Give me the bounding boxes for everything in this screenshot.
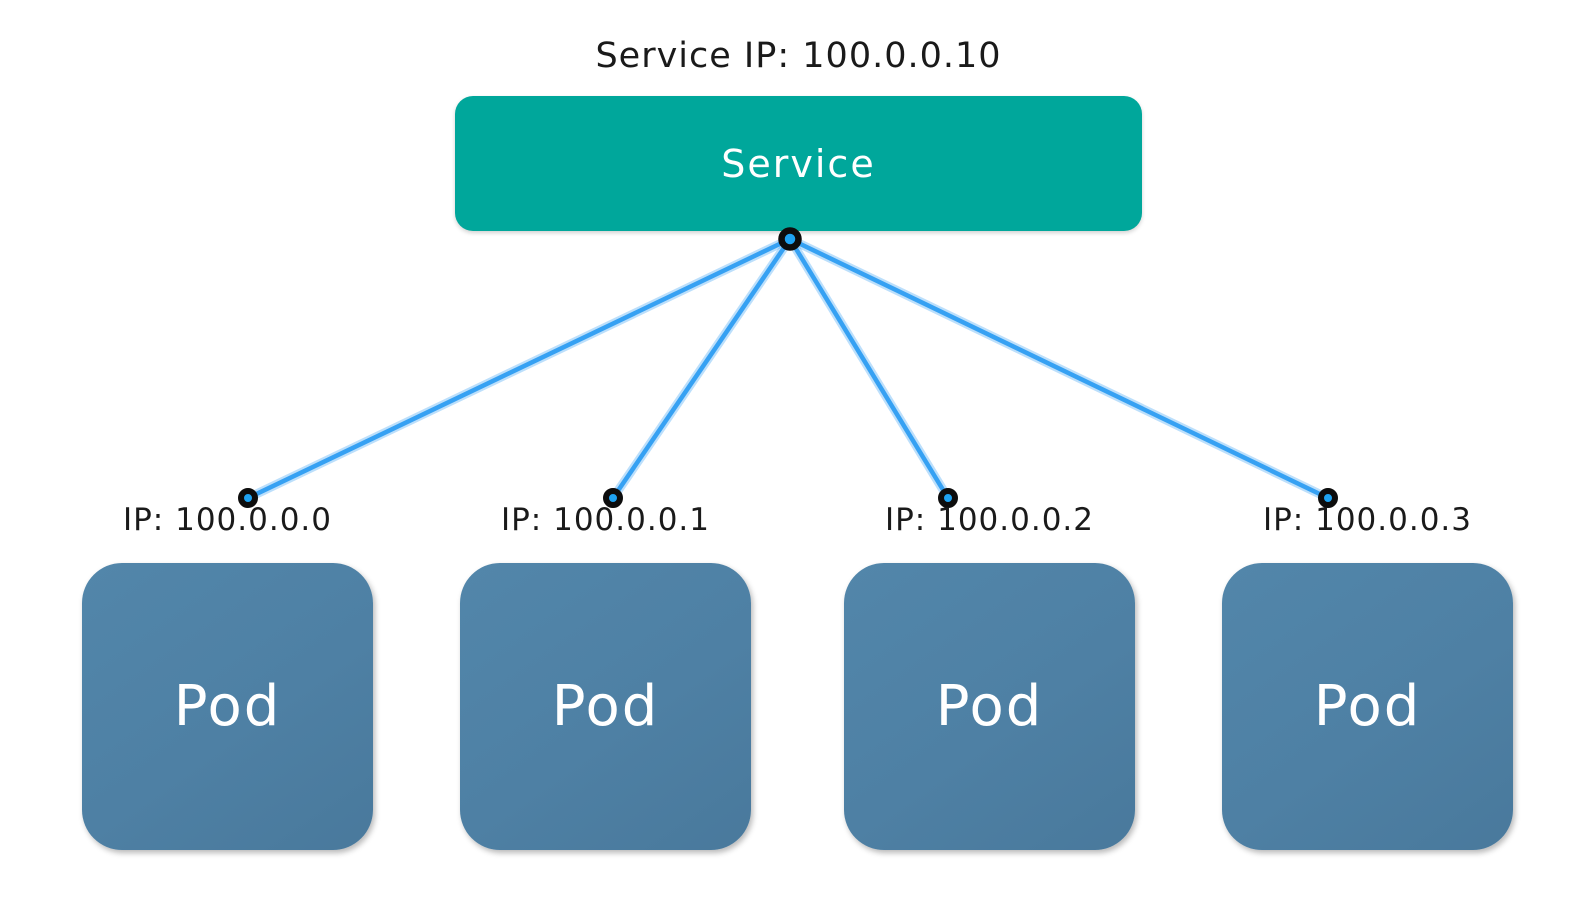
connection-line-1 — [243, 234, 795, 503]
pod-ip-label-2: IP: 100.0.0.1 — [500, 502, 711, 538]
pod-ip-label-1: IP: 100.0.0.0 — [122, 502, 333, 538]
pod-ip-label-4: IP: 100.0.0.3 — [1262, 502, 1473, 538]
pod-label: Pod — [173, 674, 282, 739]
pod-box-2: Pod — [460, 563, 751, 850]
pod-label: Pod — [1313, 674, 1422, 739]
connection-line-3 — [785, 234, 953, 503]
service-box: Service — [455, 96, 1142, 231]
pod-ip-label-3: IP: 100.0.0.2 — [884, 502, 1095, 538]
pod-label: Pod — [935, 674, 1044, 739]
pod-label: Pod — [551, 674, 660, 739]
pod-box-3: Pod — [844, 563, 1135, 850]
pod-box-1: Pod — [82, 563, 373, 850]
pod-box-4: Pod — [1222, 563, 1513, 850]
service-ip-title: Service IP: 100.0.0.10 — [595, 36, 1002, 76]
service-hub-dot-icon — [778, 227, 802, 251]
connection-line-2 — [608, 234, 795, 503]
service-label: Service — [721, 141, 876, 186]
connection-line-4 — [785, 234, 1333, 503]
